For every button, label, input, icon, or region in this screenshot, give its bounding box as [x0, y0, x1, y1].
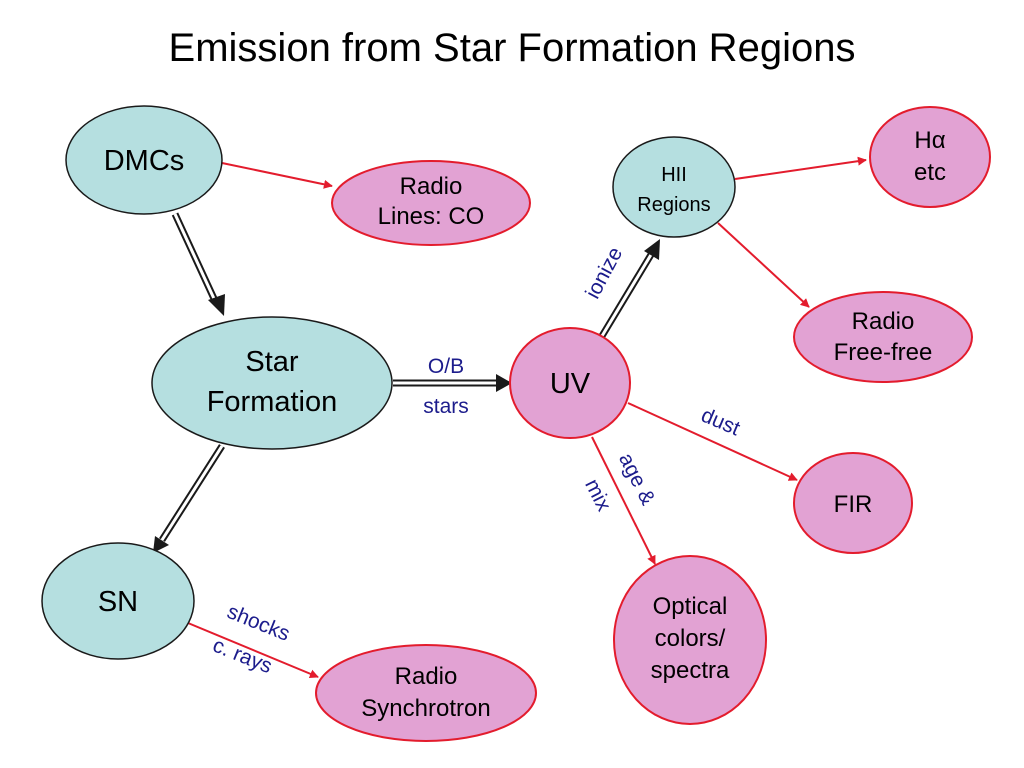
node-hii-regions: HII Regions [612, 136, 736, 238]
node-radio-ff-line1: Radio [852, 308, 915, 335]
node-optical-line3: spectra [651, 657, 730, 684]
node-radio-co: Radio Lines: CO [331, 160, 531, 246]
arrow-uv-to-fir [627, 402, 798, 481]
node-radio-synchrotron: Radio Synchrotron [315, 644, 537, 742]
node-radio-freefree: Radio Free-free [793, 291, 973, 383]
arrow-dmcs-to-radio-co [221, 162, 333, 189]
node-optical-line2: colors/ [655, 625, 726, 652]
node-halpha-line1: Hα [914, 127, 945, 154]
node-radio-sync-line1: Radio [395, 663, 458, 690]
node-uv: UV [509, 327, 631, 439]
node-optical: Optical colors/ spectra [613, 555, 767, 725]
double-arrow-uv-to-hii [596, 239, 660, 343]
double-arrow-star-formation-to-uv [393, 374, 512, 392]
edge-label-ob: O/B [428, 355, 464, 378]
arrow-sn-to-radio-sync [187, 622, 319, 679]
edge-label-shocks: shocks [224, 600, 293, 646]
edge-label-crays: c. rays [209, 634, 275, 678]
node-fir-label: FIR [834, 491, 873, 518]
node-dmcs-label: DMCs [104, 145, 185, 177]
node-star-formation-line1: Star [245, 346, 299, 378]
double-arrow-star-formation-to-sn [153, 444, 225, 553]
edge-label-ionize: ionize [581, 243, 627, 302]
node-halpha: Hα etc [869, 106, 991, 208]
double-arrow-dmcs-to-star-formation [171, 212, 225, 316]
page-title: Emission from Star Formation Regions [168, 26, 856, 70]
arrow-uv-to-optical [591, 436, 656, 565]
node-sn: SN [41, 542, 195, 660]
node-radio-ff-line2: Free-free [834, 339, 933, 366]
node-uv-label: UV [550, 368, 591, 400]
arrow-hii-to-radio-ff [717, 222, 810, 308]
node-fir: FIR [793, 452, 913, 554]
node-star-formation-line2: Formation [207, 386, 338, 418]
edge-label-stars: stars [423, 395, 469, 418]
edge-label-dust: dust [698, 404, 744, 441]
node-sn-label: SN [98, 586, 138, 618]
node-optical-line1: Optical [653, 593, 728, 620]
node-star-formation: Star Formation [151, 316, 393, 450]
node-dmcs: DMCs [65, 105, 223, 215]
arrow-hii-to-halpha [734, 156, 867, 180]
edge-label-age: age & [614, 449, 659, 508]
node-halpha-line2: etc [914, 159, 946, 186]
node-radio-sync-line2: Synchrotron [361, 695, 490, 722]
node-radio-co-line2: Lines: CO [378, 203, 485, 230]
node-hii-line2: Regions [637, 194, 710, 216]
node-hii-line1: HII [661, 164, 687, 186]
edge-label-mix: mix [580, 475, 616, 515]
node-radio-co-line1: Radio [400, 173, 463, 200]
